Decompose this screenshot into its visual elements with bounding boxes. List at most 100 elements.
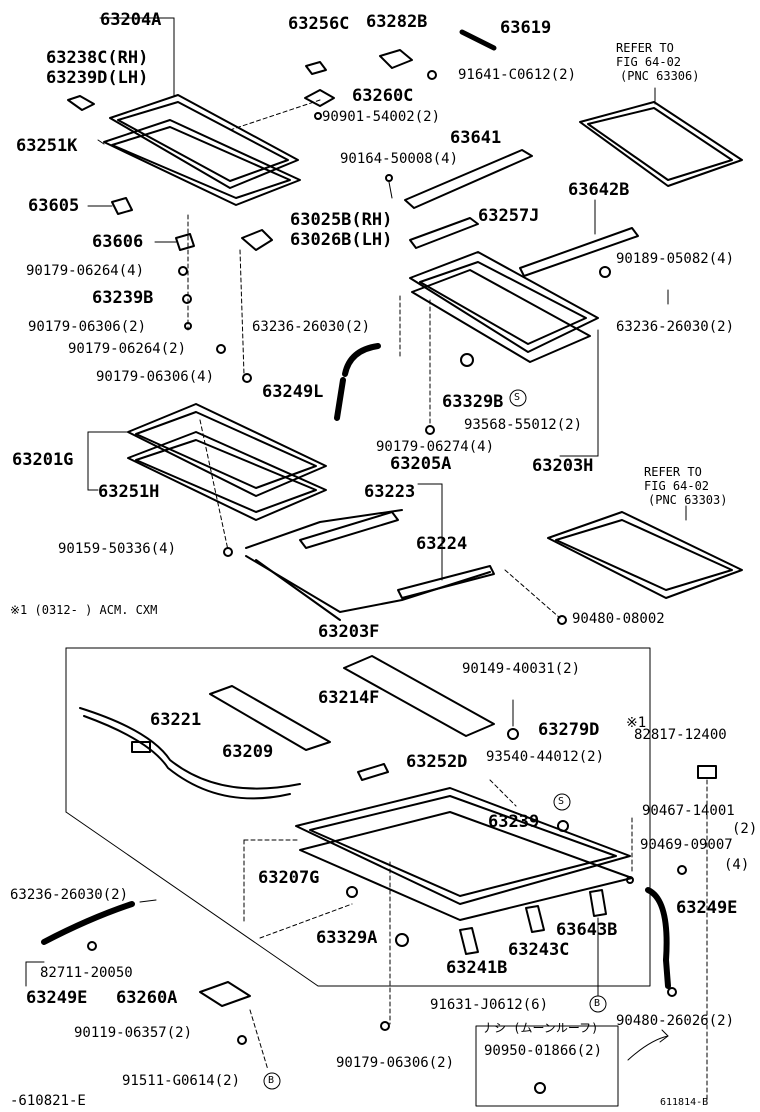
part-label: 63239B	[92, 288, 154, 308]
footer-code-right: 611814-B	[660, 1097, 709, 1108]
part-label: 63236-26030(2)	[616, 319, 735, 335]
bracket-63241B	[459, 927, 479, 955]
housing-frame-63203H	[409, 251, 599, 363]
part-label: 63209	[222, 742, 274, 762]
part-label: 90149-40031(2)	[462, 661, 581, 677]
rail-63214F	[343, 655, 495, 737]
assembly-box-63203F	[65, 647, 651, 987]
part-label: 63238C(RH)	[46, 48, 149, 68]
part-label: 63249L	[262, 382, 324, 402]
part-label: 63243C	[508, 940, 570, 960]
housing-lower-63207G	[295, 787, 633, 921]
part-label: 93540-44012(2)	[486, 749, 605, 765]
bracket-63606	[175, 233, 195, 251]
part-label: 63642B	[568, 180, 630, 200]
part-label: 63643B	[556, 920, 618, 940]
sunshade-refer-2	[547, 511, 743, 599]
part-label: 63260C	[352, 86, 414, 106]
part-label: 63329A	[316, 928, 378, 948]
drain-hose-63249L	[342, 343, 381, 377]
part-label: 63223	[364, 482, 416, 502]
bracket-63243C	[525, 905, 545, 933]
cable-63223	[299, 511, 399, 549]
part-label: 63257J	[478, 206, 540, 226]
part-label: 63252D	[406, 752, 468, 772]
refer-note: (PNC 63303)	[648, 493, 728, 507]
part-label: 63606	[92, 232, 144, 252]
part-label: 90179-06306(2)	[28, 319, 147, 335]
drive-frame-63205A	[245, 509, 491, 621]
moonroof-none-note: ナシ (ムーンルーフ)	[482, 1021, 599, 1035]
part-label: 82817-12400	[634, 727, 727, 743]
bracket-63282B	[379, 49, 413, 69]
part-label: 63025B(RH)	[290, 210, 393, 230]
part-label: 63619	[500, 18, 552, 38]
pad-63256C	[305, 61, 327, 75]
part-63260A	[199, 981, 251, 1007]
refer-note: (PNC 63306)	[620, 69, 700, 83]
bracket-63025B	[241, 229, 273, 251]
applicability-note: ※1 (0312- ) ACM. CXM	[10, 603, 158, 617]
part-label: 90467-14001	[642, 803, 735, 819]
part-label: 63249E	[26, 988, 88, 1008]
part-label: 90119-06357(2)	[74, 1025, 193, 1041]
part-label: 63641	[450, 128, 502, 148]
part-label: 90179-06306(2)	[336, 1055, 455, 1071]
label-82817	[697, 765, 717, 779]
part-label: 63205A	[390, 454, 452, 474]
screw-90179a	[178, 266, 188, 276]
part-label: 63236-26030(2)	[10, 887, 129, 903]
part-label: 91631-J0612(6)	[430, 997, 549, 1013]
part-label: 63256C	[288, 14, 350, 34]
part-label: 90179-06306(4)	[96, 369, 215, 385]
circle-b-marker: B	[594, 998, 601, 1009]
part-label: 63201G	[12, 450, 74, 470]
weatherstrip-63251K	[103, 119, 301, 206]
part-label: 63605	[28, 196, 80, 216]
part-label: 90179-06264(2)	[68, 341, 187, 357]
part-quantity: (2)	[732, 821, 758, 837]
refer-note: REFER TO	[616, 41, 674, 55]
bracket-63605	[111, 197, 133, 215]
part-label: 90159-50336(4)	[58, 541, 177, 557]
refer-note: FIG 64-02	[644, 479, 710, 493]
part-label: 63279D	[538, 720, 600, 740]
weatherstrip-63251H	[127, 431, 327, 521]
part-label: 90164-50008(4)	[340, 151, 459, 167]
part-quantity: (4)	[724, 857, 750, 873]
part-label: 90901-54002(2)	[322, 109, 441, 125]
hose-63249E-left	[41, 901, 135, 945]
part-label: 63239D(LH)	[46, 68, 149, 88]
part-label: 63221	[150, 710, 202, 730]
moonroof-none-box	[475, 1025, 619, 1107]
part-label: 90480-26026(2)	[616, 1013, 735, 1029]
clip-63239B	[182, 294, 192, 304]
part-label: 63207G	[258, 868, 320, 888]
rail-63641	[404, 149, 533, 209]
rail-63642B	[519, 227, 639, 277]
circle-s-marker: S	[558, 796, 565, 807]
part-label: 90469-09007	[640, 837, 733, 853]
part-label: 63203F	[318, 622, 380, 642]
footer-code-left: -610821-E	[10, 1093, 86, 1109]
part-label: 93568-55012(2)	[464, 417, 583, 433]
part-label: 63214F	[318, 688, 380, 708]
circle-b-marker: B	[268, 1075, 275, 1086]
refer-note: FIG 64-02	[616, 55, 682, 69]
seal-63257J	[409, 217, 479, 249]
part-label: 63249E	[676, 898, 738, 918]
bracket-63238C	[67, 95, 95, 111]
part-label: 63203H	[532, 456, 594, 476]
part-label: 63251H	[98, 482, 160, 502]
part-label: 63282B	[366, 12, 428, 32]
part-label: 63236-26030(2)	[252, 319, 371, 335]
cable-63221	[79, 707, 301, 790]
part-label: 91511-G0614(2)	[122, 1073, 241, 1089]
part-label: 90950-01866(2)	[484, 1043, 603, 1059]
part-label: 90480-08002	[572, 611, 665, 627]
guide-63224	[397, 565, 495, 599]
part-label: 90179-06264(4)	[26, 263, 145, 279]
part-label: 90189-05082(4)	[616, 251, 735, 267]
glass-63201G	[127, 403, 327, 497]
